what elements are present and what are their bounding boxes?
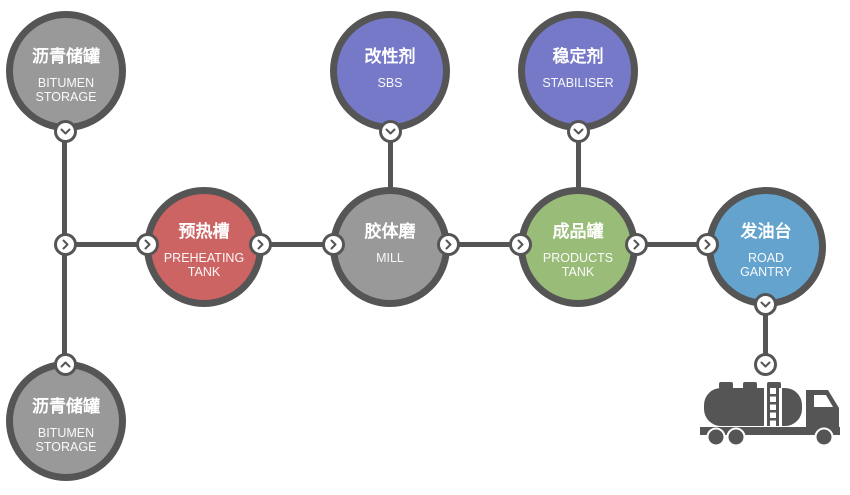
bitumen-storage-top-node: 沥青储罐 BITUMEN STORAGE <box>6 11 126 131</box>
chevron-down-icon <box>754 293 777 316</box>
node-title-cn: 稳定剂 <box>552 47 604 67</box>
node-title-cn: 发油台 <box>740 222 792 242</box>
mill-node: 胶体磨 MILL <box>330 187 450 307</box>
chevron-down-icon <box>379 120 402 143</box>
chevron-right-icon <box>249 233 272 256</box>
node-title-en: GANTRY <box>740 265 792 279</box>
tanker-truck-icon <box>700 382 845 447</box>
sbs-feed-line <box>388 128 393 188</box>
node-title-en: BITUMEN <box>37 426 95 440</box>
chevron-right-icon <box>625 233 648 256</box>
chevron-right-icon <box>437 233 460 256</box>
stabiliser-feed-line <box>576 128 581 188</box>
node-title-en: PRODUCTS <box>542 251 614 265</box>
bitumen-storage-bottom-node: 沥青储罐 BITUMEN STORAGE <box>6 361 126 481</box>
node-title-en: MILL <box>376 251 404 265</box>
stabiliser-node: 稳定剂 STABILISER <box>518 11 638 131</box>
node-title-cn: 改性剂 <box>364 47 416 67</box>
node-title-cn: 成品罐 <box>552 222 604 242</box>
preheating-tank-node: 预热槽 PREHEATING TANK <box>144 187 264 307</box>
chevron-down-icon <box>754 353 777 376</box>
node-title-cn: 胶体磨 <box>364 222 416 242</box>
road-gantry-node: 发油台 ROAD GANTRY <box>706 187 826 307</box>
products-tank-node: 成品罐 PRODUCTS TANK <box>518 187 638 307</box>
chevron-up-icon <box>54 353 77 376</box>
gantry-outlet-line <box>763 300 768 364</box>
node-title-en: BITUMEN <box>37 76 95 90</box>
node-title-en: STORAGE <box>35 90 97 104</box>
node-title-en: TANK <box>561 265 595 279</box>
node-title-cn: 沥青储罐 <box>32 47 100 67</box>
node-title-en: TANK <box>187 265 221 279</box>
node-title-cn: 预热槽 <box>178 222 230 242</box>
node-title-cn: 沥青储罐 <box>32 397 100 417</box>
chevron-right-icon <box>54 233 77 256</box>
node-title-en: STORAGE <box>35 440 97 454</box>
chevron-right-icon <box>696 233 719 256</box>
node-title-en: PREHEATING <box>163 251 245 265</box>
sbs-modifier-node: 改性剂 SBS <box>330 11 450 131</box>
chevron-right-icon <box>322 233 345 256</box>
chevron-down-icon <box>54 120 77 143</box>
chevron-right-icon <box>136 233 159 256</box>
chevron-down-icon <box>567 120 590 143</box>
chevron-right-icon <box>509 233 532 256</box>
node-title-en: ROAD <box>747 251 785 265</box>
node-title-en: SBS <box>377 76 403 90</box>
node-title-en: STABILISER <box>542 76 614 90</box>
